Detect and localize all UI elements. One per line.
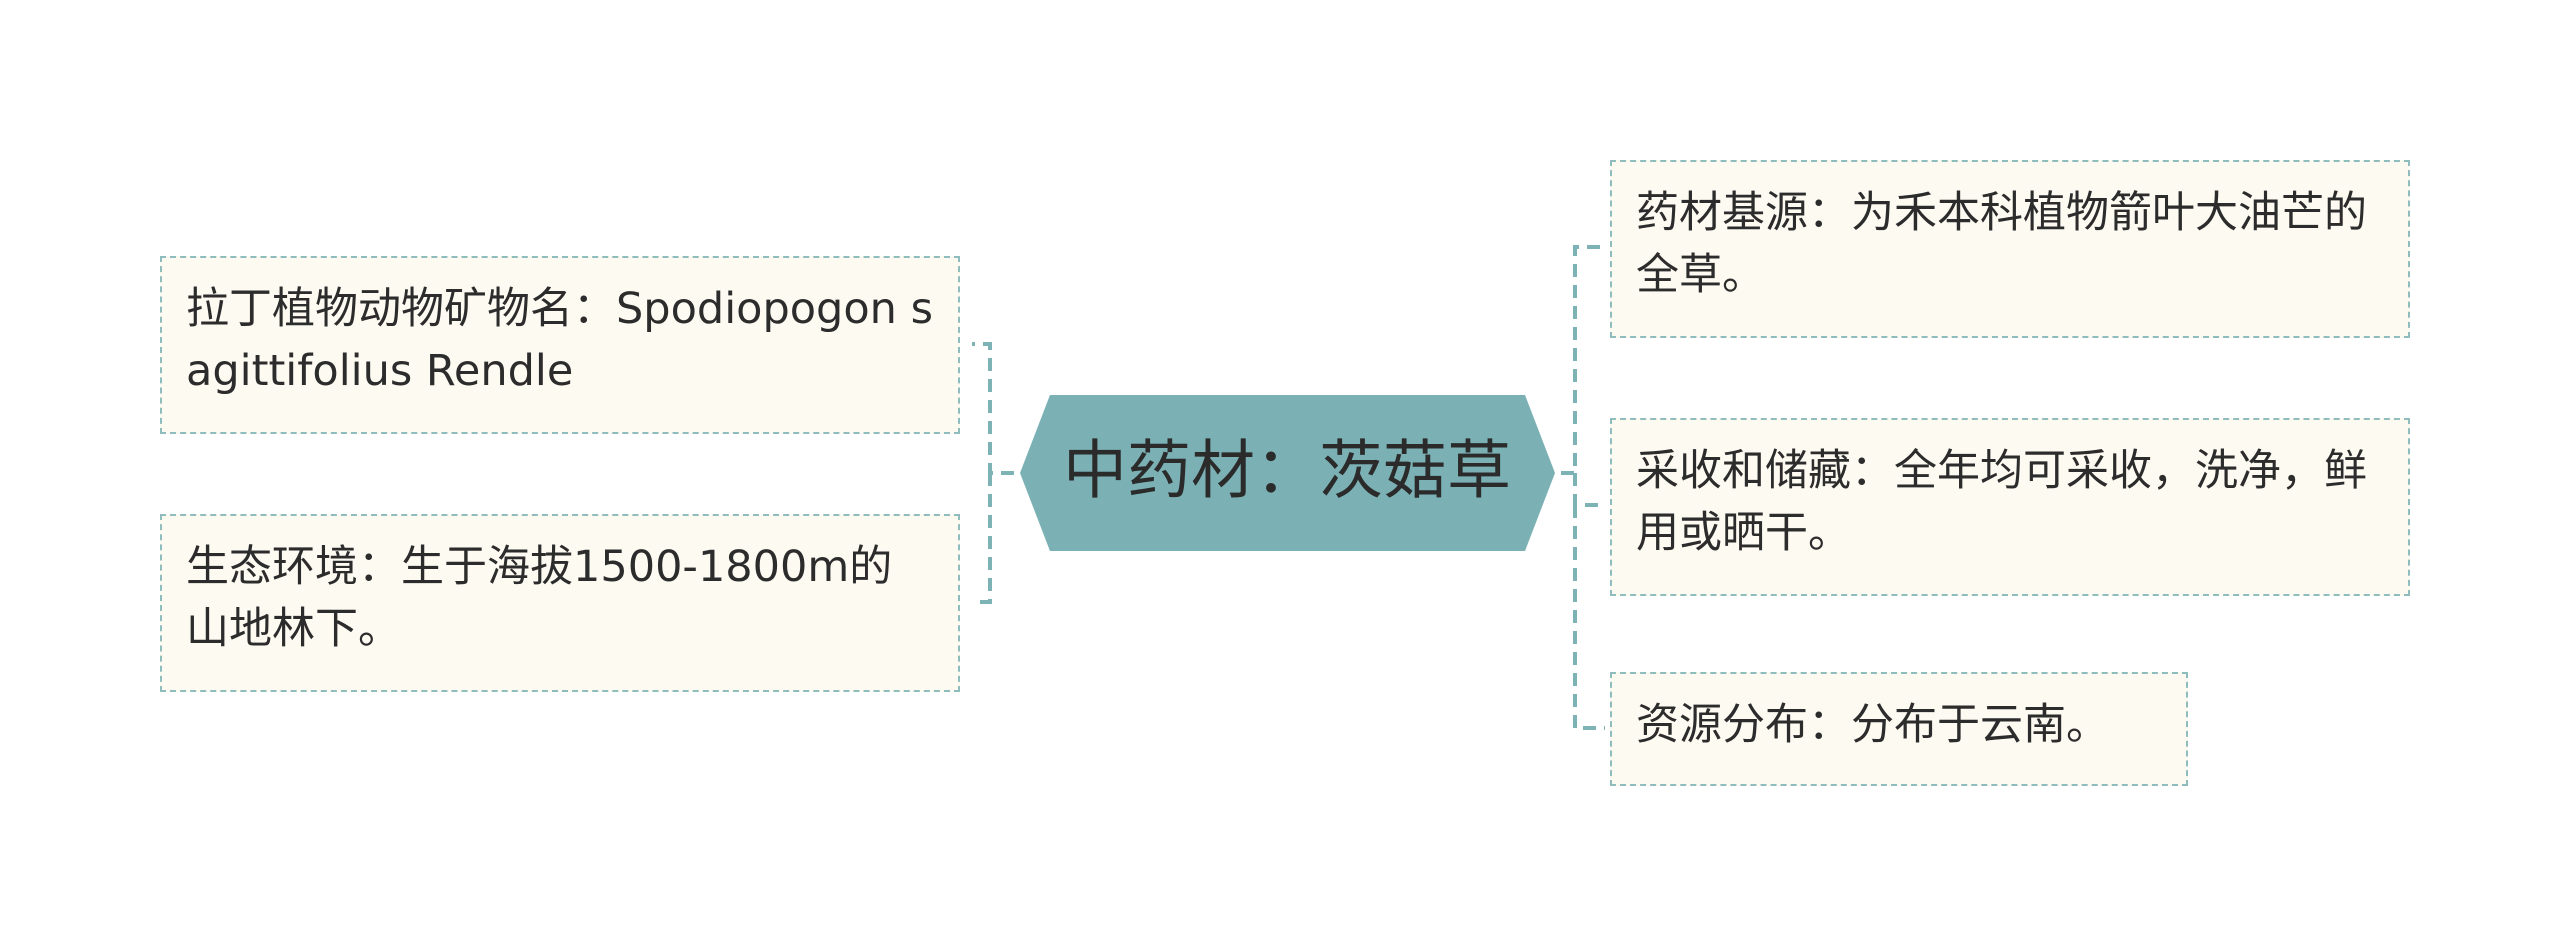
root-node[interactable]: 中药材：茨菇草 bbox=[1020, 395, 1555, 551]
leaf-right-distribution-label: 资源分布：分布于云南。 bbox=[1636, 700, 2109, 750]
leaf-left-latin-name-label: 拉丁植物动物矿物名：Spodiopogon sagittifolius Rend… bbox=[186, 284, 933, 396]
leaf-right-source[interactable]: 药材基源：为禾本科植物箭叶大油芒的全草。 bbox=[1610, 160, 2410, 338]
leaf-left-latin-name[interactable]: 拉丁植物动物矿物名：Spodiopogon sagittifolius Rend… bbox=[160, 256, 960, 434]
leaf-right-harvest-label: 采收和储藏：全年均可采收，洗净，鲜用或晒干。 bbox=[1636, 446, 2367, 558]
connector-right-1 bbox=[1540, 245, 1605, 475]
leaf-left-habitat-label: 生态环境：生于海拔1500-1800m的山地林下。 bbox=[186, 542, 893, 654]
leaf-right-distribution[interactable]: 资源分布：分布于云南。 bbox=[1610, 672, 2188, 786]
connector-right-2 bbox=[1573, 473, 1605, 507]
connector-left-1 bbox=[972, 342, 1035, 475]
root-node-label: 中药材：茨菇草 bbox=[1063, 435, 1511, 509]
root-node-shape bbox=[1020, 395, 1555, 551]
connector-right-3 bbox=[1573, 505, 1605, 730]
leaf-right-harvest[interactable]: 采收和储藏：全年均可采收，洗净，鲜用或晒干。 bbox=[1610, 418, 2410, 596]
connector-left-2 bbox=[972, 473, 992, 604]
leaf-left-habitat[interactable]: 生态环境：生于海拔1500-1800m的山地林下。 bbox=[160, 514, 960, 692]
leaf-right-source-label: 药材基源：为禾本科植物箭叶大油芒的全草。 bbox=[1636, 188, 2367, 300]
